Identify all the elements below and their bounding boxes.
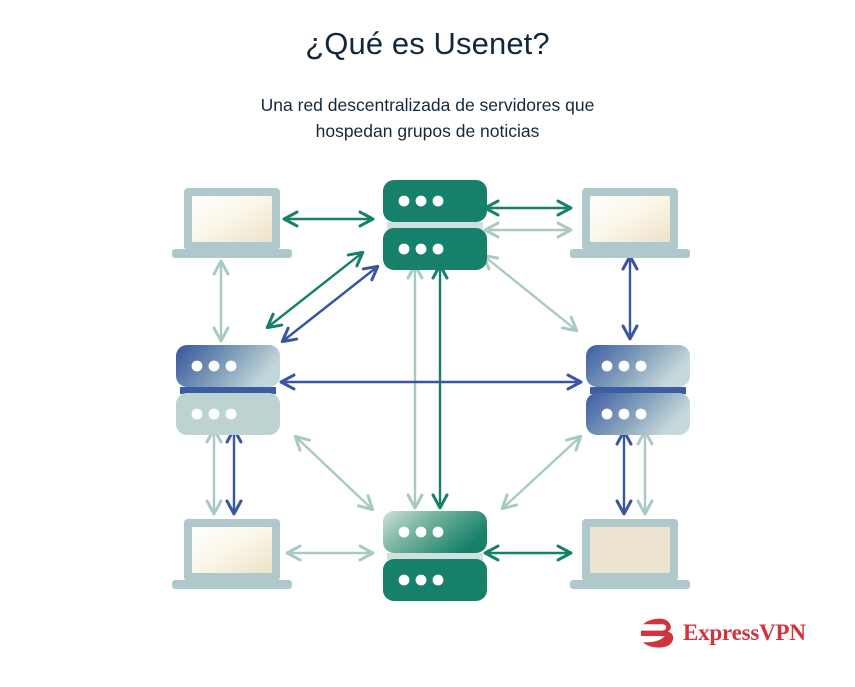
node-server-bottom-center[interactable] — [383, 511, 487, 601]
node-laptop-top-right[interactable] — [570, 188, 690, 258]
expressvpn-wordmark: ExpressVPN — [683, 620, 806, 645]
node-laptop-top-left[interactable] — [172, 188, 292, 258]
node-server-mid-right[interactable] — [586, 345, 690, 435]
connection-server-top-center-server-mid-right — [484, 256, 576, 330]
page-title: ¿Qué es Usenet? — [305, 26, 550, 61]
connection-server-mid-left-server-top-center-blue — [283, 267, 377, 341]
node-laptop-bottom-left[interactable] — [172, 519, 292, 589]
page-subtitle: Una red descentralizada de servidores qu… — [0, 92, 855, 144]
page-subtitle-line-2: hospedan grupos de noticias — [315, 121, 540, 141]
express-e-logo-icon — [641, 618, 674, 648]
node-laptop-bottom-right[interactable] — [570, 519, 690, 589]
node-server-top-center[interactable] — [383, 180, 487, 270]
page-subtitle-line-1: Una red descentralizada de servidores qu… — [260, 95, 595, 115]
node-server-mid-left[interactable] — [176, 345, 280, 435]
connection-server-bottom-center-server-mid-right — [503, 437, 580, 508]
expressvpn-logo: ExpressVPN — [640, 612, 806, 654]
connection-arrows — [214, 208, 645, 553]
connection-server-mid-right-laptop-bottom-left — [296, 437, 372, 509]
